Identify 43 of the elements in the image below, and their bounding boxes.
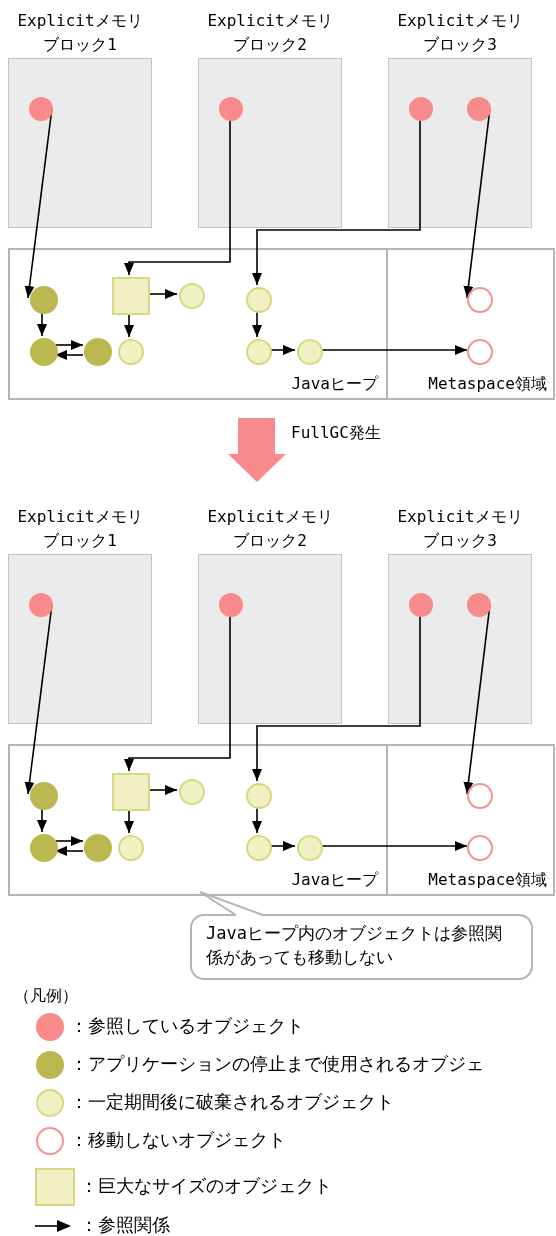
large-object-square [112,277,150,315]
legend-text: ：巨大なサイズのオブジェクト [80,1174,332,1198]
block-heading: Explicitメモリブロック1 [16,10,144,56]
region-label: Metaspace領域 [428,374,547,394]
reference-arrow [37,311,47,337]
legend-text: ：アプリケーションの停止まで使用されるオブジェ [70,1052,484,1076]
reference-arrow [147,289,178,299]
metaspace-region [388,248,555,400]
reference-arrow [54,836,84,846]
metaspace-region [388,744,555,896]
callout-text: Javaヒープ内のオブジェクトは参照関係があっても移動しない [206,922,502,969]
reference-arrow [320,345,468,355]
legend-text: ：移動しないオブジェクト [70,1128,286,1152]
region-label: Javaヒープ [291,870,378,890]
reference-arrow [54,340,84,350]
reference-arrow [252,806,262,834]
block-heading: Explicitメモリブロック2 [206,506,334,552]
reference-arrow [252,119,421,286]
legend-text: ：参照関係 [80,1213,170,1236]
reference-arrow [124,312,134,338]
legend-text: ：一定期間後に破棄されるオブジェクト [70,1090,394,1114]
reference-arrow [37,807,47,833]
reference-arrow [147,785,178,795]
heap-region [8,744,388,896]
block-heading: Explicitメモリブロック2 [206,10,334,56]
reference-arrow [124,615,231,772]
region-label: Javaヒープ [291,374,378,394]
reference-arrow [252,615,421,782]
legend-text: ：参照しているオブジェクト [70,1014,304,1038]
region-label: Metaspace領域 [428,870,547,890]
large-object-square [112,773,150,811]
block-heading: Explicitメモリブロック1 [16,506,144,552]
reference-arrow [252,310,262,338]
reference-arrow [269,345,296,355]
heap-region [8,248,388,400]
transition-label: FullGC発生 [291,422,381,444]
block-heading: Explicitメモリブロック3 [396,10,524,56]
legend-title: （凡例） [14,985,78,1007]
block-heading: Explicitメモリブロック3 [396,506,524,552]
reference-arrow [269,841,296,851]
reference-arrow [124,808,134,834]
reference-arrow [320,841,468,851]
reference-arrow [124,119,231,276]
